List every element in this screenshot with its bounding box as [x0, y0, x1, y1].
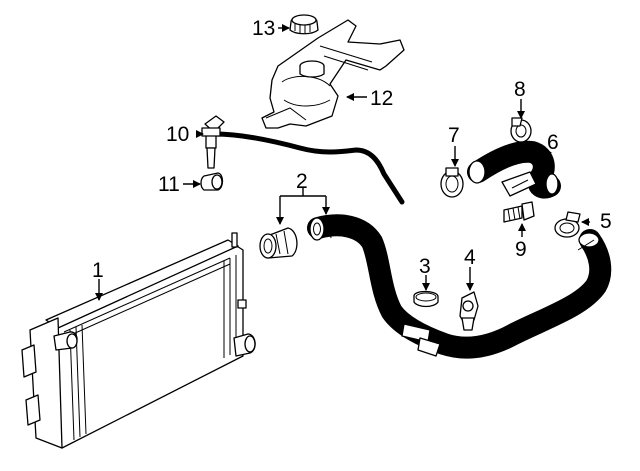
callout-3: 3 — [419, 255, 431, 278]
radiator — [21, 232, 256, 449]
callout-7: 7 — [448, 124, 460, 147]
upper-radiator-hose — [467, 140, 561, 199]
clamp-11 — [200, 172, 224, 191]
callout-11: 11 — [158, 173, 180, 196]
reservoir-cap — [289, 14, 319, 35]
callout-1: 1 — [92, 259, 104, 282]
bolt-9 — [503, 201, 535, 223]
clamp-8 — [510, 117, 532, 143]
clamp-7 — [440, 167, 464, 198]
callout-6: 6 — [547, 131, 559, 154]
callout-8: 8 — [514, 78, 526, 101]
coolant-reservoir — [261, 19, 405, 129]
lower-radiator-hose — [307, 214, 612, 359]
callout-2: 2 — [296, 170, 308, 193]
clamp-4 — [459, 291, 479, 331]
leader-lines — [95, 24, 590, 301]
callout-4: 4 — [464, 246, 476, 269]
callout-labels: 1 2 3 4 5 6 7 8 9 10 11 12 13 — [92, 17, 612, 282]
callout-10: 10 — [166, 123, 189, 146]
callout-9: 9 — [515, 238, 527, 261]
clamp-5 — [554, 211, 581, 238]
clamp-3 — [413, 290, 439, 308]
callout-13: 13 — [252, 17, 275, 40]
hose-coupler — [259, 227, 298, 259]
callout-5: 5 — [600, 210, 612, 233]
callout-12: 12 — [370, 87, 393, 110]
